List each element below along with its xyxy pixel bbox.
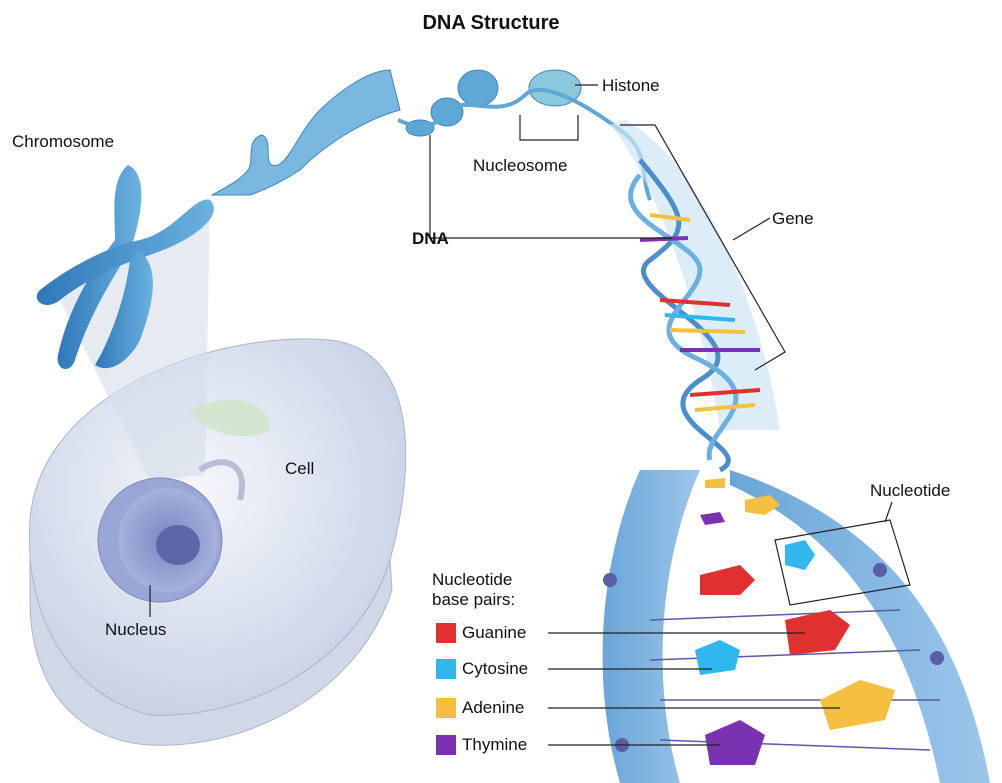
label-nucleosome: Nucleosome — [473, 156, 568, 175]
chromatin-fiber — [210, 69, 652, 201]
label-nucleus: Nucleus — [105, 620, 167, 639]
label-cell: Cell — [285, 459, 315, 478]
label-histone: Histone — [602, 76, 660, 95]
chromosome — [36, 165, 214, 370]
helix-cone — [610, 120, 780, 430]
legend-title-line2: base pairs: — [432, 590, 516, 609]
legend-item-thymine: Thymine — [436, 735, 527, 755]
adenine-swatch — [436, 698, 456, 718]
legend-label: Thymine — [462, 735, 528, 754]
label-chromosome: Chromosome — [12, 132, 115, 151]
legend-label: Cytosine — [462, 659, 529, 678]
diagram-title: DNA Structure — [422, 12, 560, 34]
legend-label: Guanine — [462, 623, 527, 642]
nucleus — [97, 477, 223, 603]
label-nucleotide: Nucleotide — [870, 481, 951, 500]
dna-backbone-detail — [602, 470, 990, 783]
label-gene: Gene — [772, 209, 814, 228]
thymine-swatch — [436, 735, 456, 755]
leader-lines — [149, 84, 911, 746]
double-helix — [628, 158, 761, 473]
label-dna: DNA — [412, 229, 449, 248]
legend-label: Adenine — [462, 698, 525, 717]
legend-title-line1: Nucleotide — [432, 570, 513, 589]
guanine-swatch — [436, 623, 456, 643]
legend-item-cytosine: Cytosine — [436, 659, 528, 679]
legend-item-adenine: Adenine — [436, 698, 524, 718]
legend-title: Nucleotide base pairs: — [432, 570, 515, 610]
cytosine-swatch — [436, 659, 456, 679]
legend-item-guanine: Guanine — [436, 623, 526, 643]
